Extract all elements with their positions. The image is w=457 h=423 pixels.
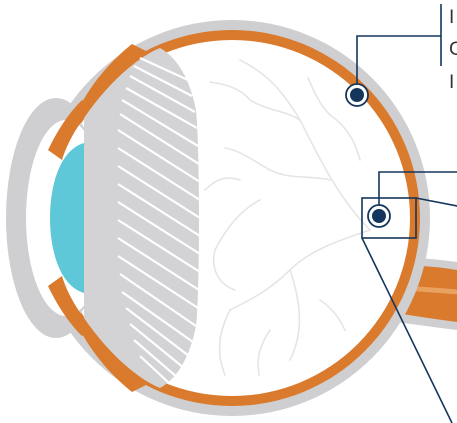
marker-dot-top — [350, 88, 364, 102]
clipped-label-3: I — [449, 73, 454, 92]
marker-dot-middle — [372, 209, 386, 223]
clipped-label-2: C — [449, 40, 457, 59]
clipped-label-1: I — [449, 8, 454, 27]
ciliary-body — [84, 48, 200, 388]
